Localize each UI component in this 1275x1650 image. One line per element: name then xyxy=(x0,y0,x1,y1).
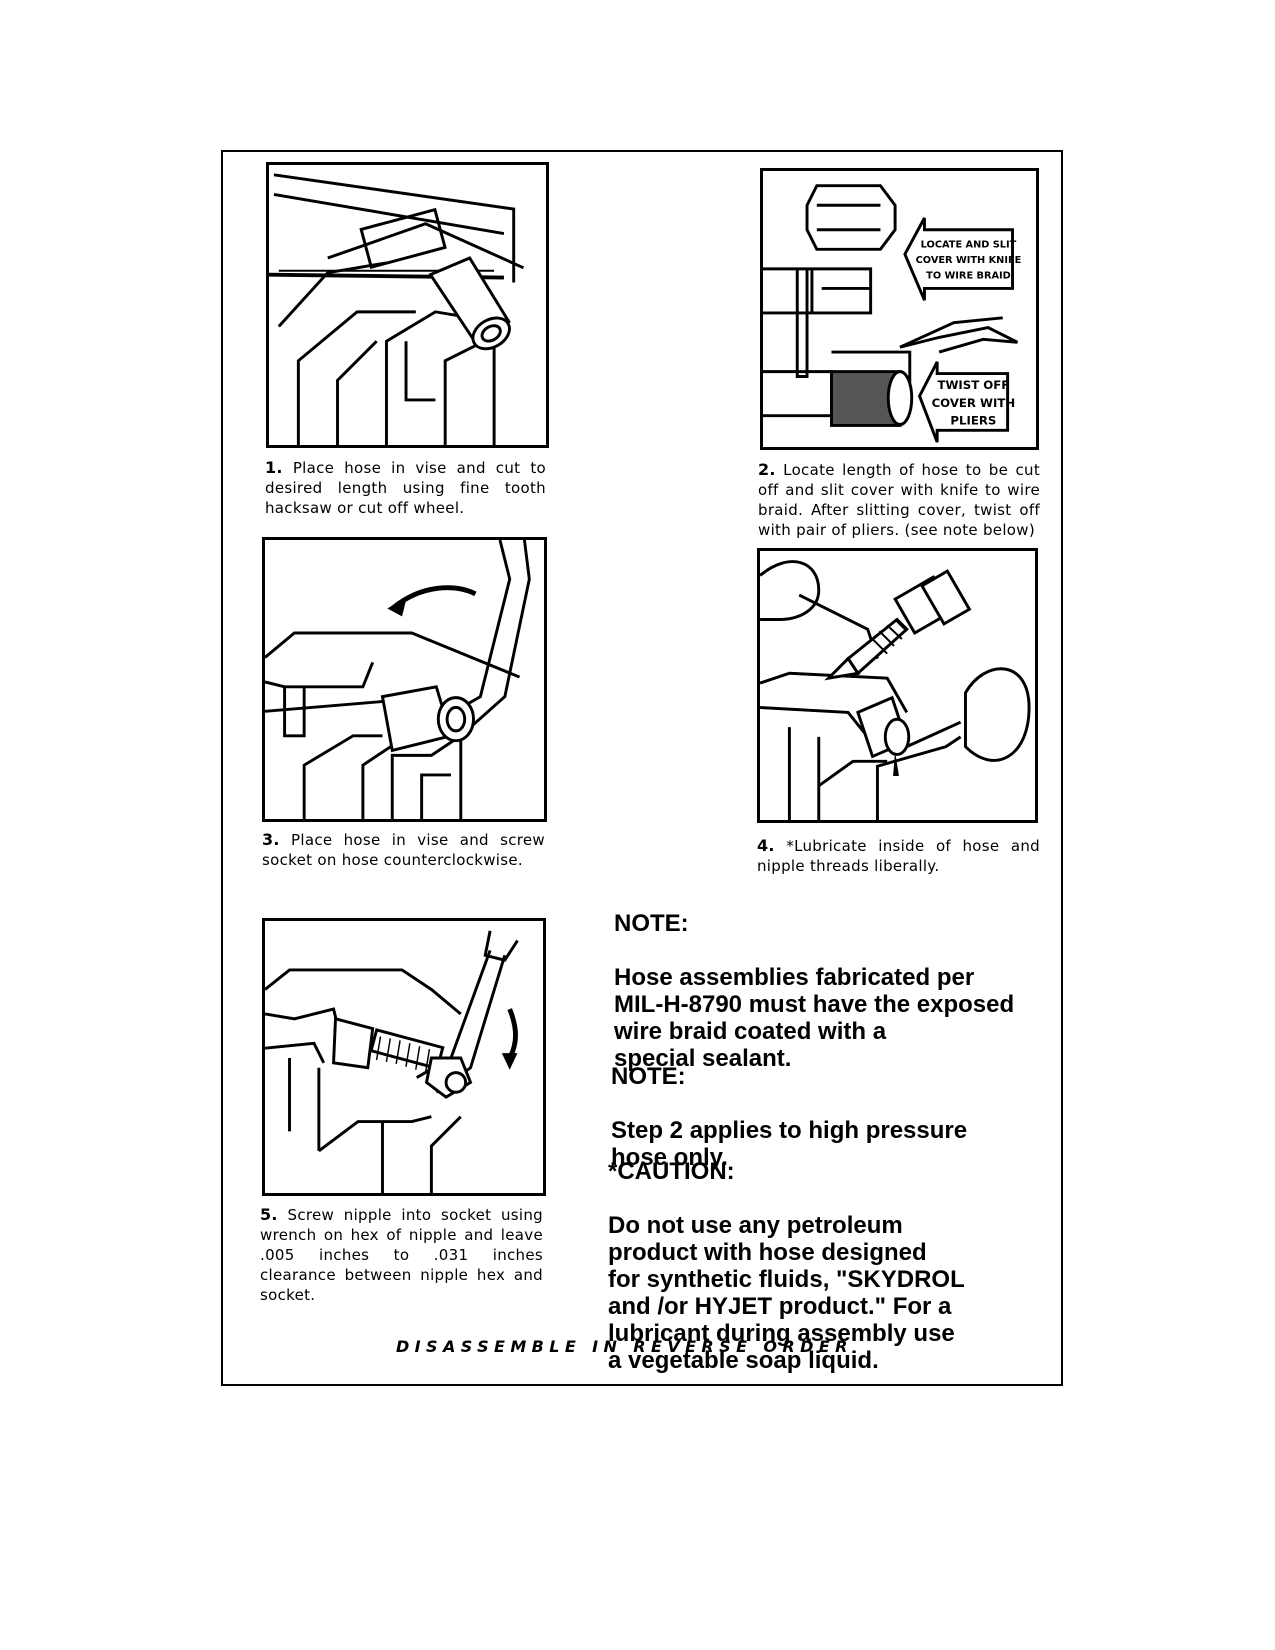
step-3-caption: 3. Place hose in vise and screw socket o… xyxy=(262,830,545,870)
caution-block: *CAUTION: Do not use any petroleum produ… xyxy=(608,1131,1053,1401)
step-4-number: 4. xyxy=(757,836,775,855)
step-5-caption: 5. Screw nipple into socket using wrench… xyxy=(260,1205,543,1305)
step-1-text: Place hose in vise and cut to desired le… xyxy=(265,459,546,517)
lubricate-drawing xyxy=(760,560,1031,820)
step-1-illustration xyxy=(266,162,549,448)
socket-wrench-drawing xyxy=(265,540,531,819)
step-2-illustration: LOCATE AND SLIT COVER WITH KNIFE TO WIRE… xyxy=(760,168,1039,450)
step-2-text: Locate length of hose to be cut off and … xyxy=(758,461,1041,539)
step-3-text: Place hose in vise and screw socket on h… xyxy=(262,831,545,869)
footer-disassemble: DISASSEMBLE IN REVERSE ORDER xyxy=(396,1337,853,1356)
slit-cover-drawing: LOCATE AND SLIT COVER WITH KNIFE TO WIRE… xyxy=(763,184,1022,443)
page-frame xyxy=(221,150,1063,1386)
twist-callout: TWIST OFF COVER WITH PLIERS xyxy=(917,361,1016,443)
note-step2-body: Step 2 applies to high pressure hose onl… xyxy=(611,1117,968,1171)
step-3-number: 3. xyxy=(262,830,280,849)
note-sealant-heading: NOTE: xyxy=(614,910,689,937)
locate-callout-line-2: COVER WITH KNIFE xyxy=(916,255,1022,266)
twist-callout-line-2: COVER WITH xyxy=(932,396,1016,410)
twist-callout-line-3: PLIERS xyxy=(950,413,996,427)
note-step2-heading: NOTE: xyxy=(611,1063,686,1090)
note-sealant-body: Hose assemblies fabricated per MIL-H-879… xyxy=(614,964,1015,1072)
caution-body: Do not use any petroleum product with ho… xyxy=(608,1212,965,1374)
step-3-illustration xyxy=(262,537,547,822)
caution-heading: *CAUTION: xyxy=(608,1158,735,1185)
locate-callout-line-1: LOCATE AND SLIT xyxy=(921,239,1017,250)
step-5-text: Screw nipple into socket using wrench on… xyxy=(260,1206,543,1304)
hacksaw-vise-drawing xyxy=(269,173,525,445)
locate-callout-line-3: TO WIRE BRAID xyxy=(926,271,1011,282)
step-2-caption: 2. Locate length of hose to be cut off a… xyxy=(758,460,1040,540)
nipple-wrench-drawing xyxy=(265,930,519,1193)
step-1-number: 1. xyxy=(265,458,283,477)
twist-callout-line-1: TWIST OFF xyxy=(937,378,1009,392)
step-5-number: 5. xyxy=(260,1205,278,1224)
step-1-caption: 1. Place hose in vise and cut to desired… xyxy=(265,458,546,518)
step-4-illustration xyxy=(757,548,1038,823)
note-step2: NOTE: Step 2 applies to high pressure ho… xyxy=(611,1036,1051,1198)
step-2-number: 2. xyxy=(758,460,776,479)
step-5-illustration xyxy=(262,918,546,1196)
locate-callout: LOCATE AND SLIT COVER WITH KNIFE TO WIRE… xyxy=(903,217,1022,301)
step-4-text: *Lubricate inside of hose and nipple thr… xyxy=(757,837,1040,875)
note-sealant: NOTE: Hose assemblies fabricated per MIL… xyxy=(614,883,1054,1099)
step-4-caption: 4. *Lubricate inside of hose and nipple … xyxy=(757,836,1040,876)
